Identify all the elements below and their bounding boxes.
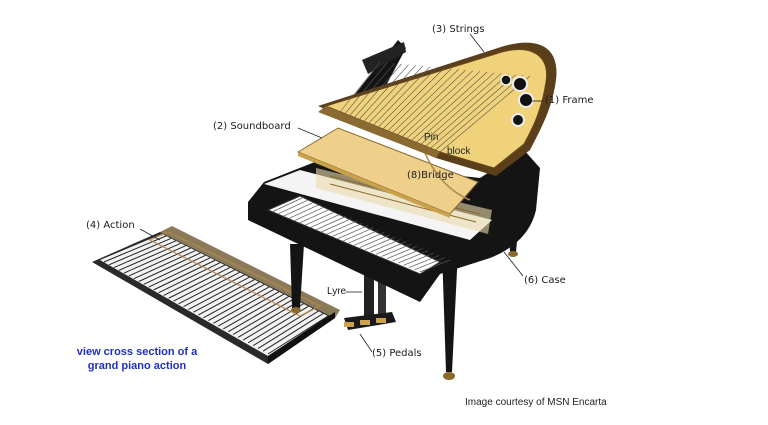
- key-line: [337, 225, 368, 239]
- strings-label: (3) Strings: [432, 24, 485, 35]
- key-line: [392, 248, 423, 262]
- action-key-line: [153, 259, 216, 291]
- string-line: [415, 72, 495, 143]
- string-line: [392, 69, 459, 134]
- action-label: (4) Action: [86, 220, 135, 231]
- case-label: (6) Case: [524, 275, 566, 286]
- action-key-line: [267, 315, 329, 355]
- link-line-1[interactable]: view cross section of a: [76, 346, 198, 358]
- action-key-line: [138, 252, 201, 282]
- action-key-line: [128, 247, 191, 277]
- action-key-line: [198, 281, 260, 316]
- key-line: [354, 232, 385, 246]
- action-key-line: [118, 242, 181, 271]
- key-line: [288, 204, 319, 219]
- string-line: [411, 71, 488, 141]
- action-key-line: [123, 245, 186, 274]
- key-line: [408, 255, 440, 268]
- key-line: [321, 218, 352, 233]
- key-line: [315, 216, 346, 231]
- key-line: [310, 213, 341, 228]
- action-key-line: [183, 274, 245, 308]
- key-line: [282, 202, 314, 217]
- action-key-line: [218, 291, 280, 327]
- action-key-line: [173, 269, 235, 302]
- action-key-line: [232, 298, 294, 335]
- key-line: [365, 236, 396, 251]
- action-key-line: [168, 267, 231, 299]
- lyre-label: Lyre: [327, 286, 347, 297]
- key-line: [332, 222, 363, 237]
- key-line: [381, 243, 412, 257]
- action-key-line: [113, 240, 177, 269]
- action-key-line: [158, 262, 221, 294]
- action-key-line: [193, 279, 255, 313]
- string-line: [373, 66, 431, 126]
- key-line: [359, 234, 390, 248]
- string-line: [344, 62, 388, 115]
- action-key-line: [163, 264, 226, 296]
- key-line: [343, 227, 374, 242]
- link-line-2[interactable]: grand piano action: [87, 360, 187, 372]
- action-key-line: [143, 254, 206, 285]
- bridge-label: (8)Bridge: [407, 170, 454, 181]
- action-assembly: [92, 226, 340, 364]
- key-line: [414, 257, 445, 271]
- key-line: [370, 239, 401, 253]
- action-key-line: [237, 301, 299, 338]
- key-line: [348, 229, 379, 244]
- key-line: [304, 211, 336, 226]
- key-line: [419, 259, 451, 273]
- string-line: [358, 64, 409, 120]
- string-line: [401, 70, 474, 137]
- key-line: [293, 206, 325, 222]
- string-line: [420, 73, 502, 145]
- string-line: [363, 65, 416, 122]
- key-line: [271, 197, 303, 213]
- string-line: [368, 65, 424, 124]
- string-line: [425, 73, 509, 147]
- view-cross-section-link[interactable]: view cross section of a grand piano acti…: [52, 345, 222, 373]
- action-key-line: [108, 237, 172, 266]
- string-line: [387, 68, 452, 132]
- action-key-line: [178, 271, 240, 305]
- block-label: block: [447, 146, 471, 157]
- pedals-label: (5) Pedals: [372, 348, 422, 359]
- action-key-line: [213, 288, 275, 324]
- action-key-line: [262, 313, 324, 352]
- string-line: [430, 74, 516, 149]
- action-key-line: [223, 293, 285, 330]
- key-line: [403, 252, 434, 266]
- action-key-line: [103, 235, 167, 263]
- action-key-line: [227, 296, 289, 333]
- action-key-line: [208, 286, 270, 321]
- key-line: [277, 199, 308, 215]
- string-line: [406, 71, 481, 139]
- string-line: [349, 63, 395, 117]
- leader-lines: [139, 33, 543, 353]
- string-line: [377, 67, 438, 128]
- lyre-and-pedals: [344, 270, 396, 330]
- action-key-line: [148, 257, 211, 288]
- string-line: [354, 63, 402, 118]
- action-key-line: [188, 276, 250, 310]
- key-line: [386, 245, 418, 259]
- key-line: [299, 209, 330, 224]
- key-line: [326, 220, 357, 235]
- key-line: [376, 241, 407, 255]
- action-key-line: [133, 250, 196, 280]
- action-key-line: [257, 310, 319, 349]
- string-line: [435, 75, 524, 151]
- soundboard-label: (2) Soundboard: [213, 121, 291, 132]
- frame-label: (1) Frame: [545, 95, 594, 106]
- pin-label: Pin: [424, 132, 438, 143]
- string-line: [339, 61, 381, 113]
- action-key-line: [203, 284, 265, 319]
- string-line: [396, 69, 466, 136]
- string-line: [382, 67, 445, 130]
- image-credit: Image courtesy of MSN Encarta: [465, 397, 607, 408]
- iron-frame: [318, 42, 557, 176]
- key-line: [397, 250, 429, 264]
